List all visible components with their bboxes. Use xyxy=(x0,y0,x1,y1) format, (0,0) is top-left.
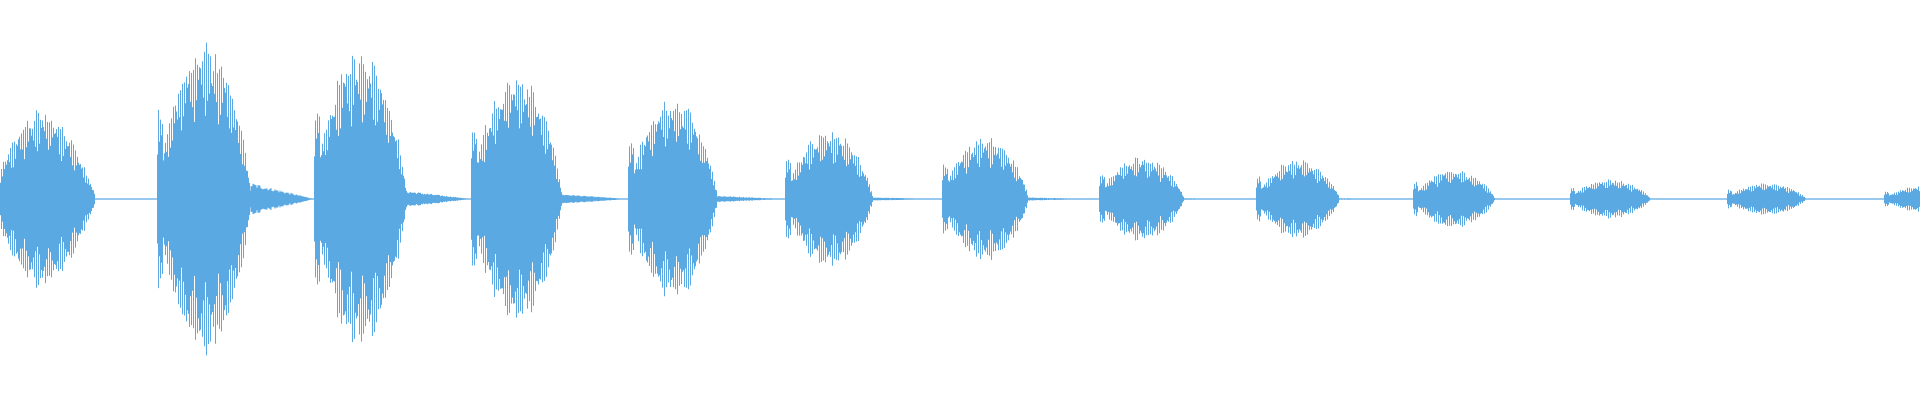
waveform-canvas[interactable] xyxy=(0,0,1920,400)
audio-waveform-view[interactable] xyxy=(0,0,1920,400)
